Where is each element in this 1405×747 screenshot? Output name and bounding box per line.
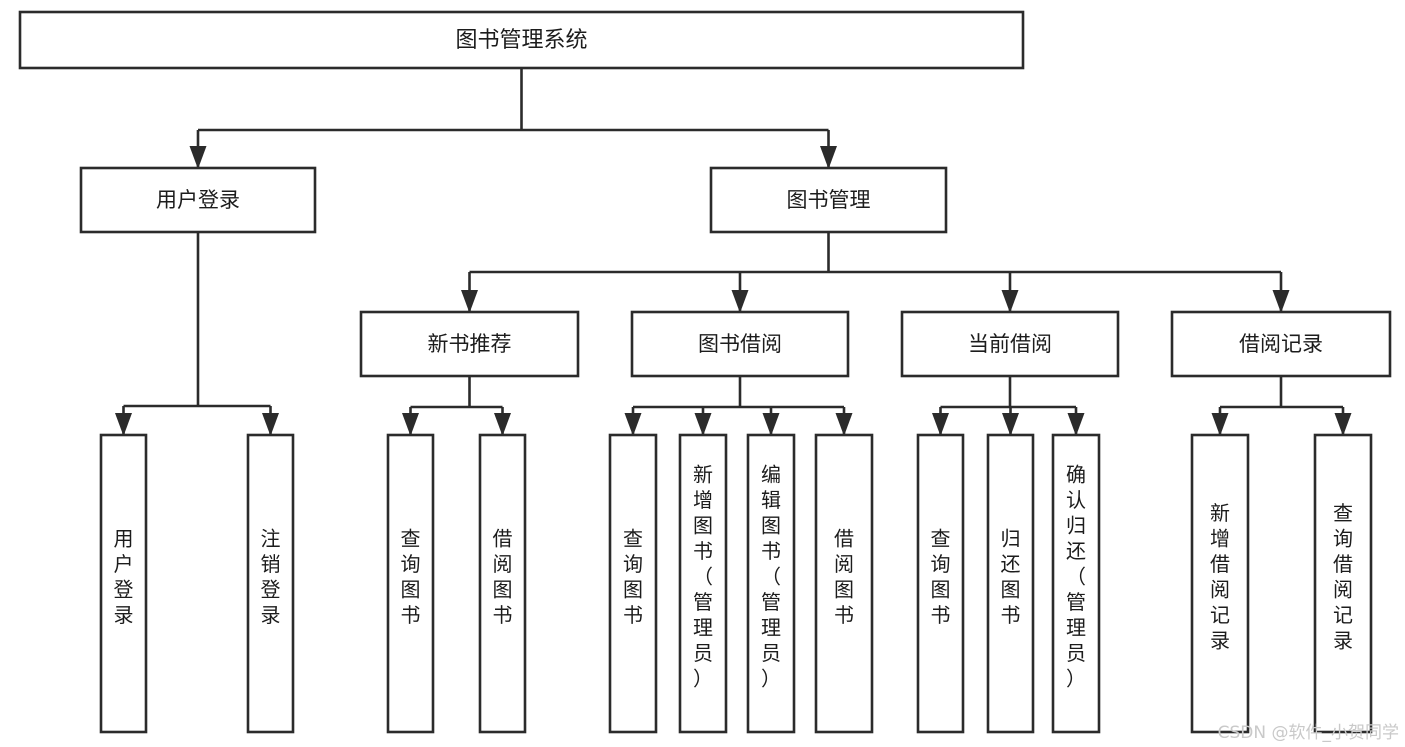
node-leaf-11[interactable]: 新增借阅记录 (1190, 433, 1250, 734)
node-leaf-2[interactable]: 查询图书 (386, 433, 435, 734)
node-leaf-6[interactable]: 编辑图书（管理员） (746, 433, 796, 734)
arrow-head-icon-user-login-0 (115, 413, 132, 436)
node-box-用户登录[interactable] (79, 166, 317, 234)
node-box-当前借阅[interactable] (900, 310, 1120, 378)
node-level2-0[interactable]: 用户登录 (79, 166, 317, 234)
node-label-借阅图书: 借阅图书 (834, 526, 854, 627)
node-label-新增图书管理员: 新增图书（管理员） (693, 463, 713, 691)
node-box-图书借阅[interactable] (630, 310, 850, 378)
arrow-head-icon-book-mgmt-0 (461, 290, 478, 313)
node-leaf-5[interactable]: 新增图书（管理员） (678, 433, 728, 734)
arrow-head-icon-book-mgmt-2 (1001, 290, 1019, 313)
nodes-layer: 图书管理系统用户登录图书管理新书推荐图书借阅当前借阅借阅记录用户登录注销登录查询… (18, 10, 1392, 734)
node-leaf-0[interactable]: 用户登录 (99, 433, 148, 734)
node-label-查询图书: 查询图书 (931, 526, 951, 627)
arrow-head-icon-root-0 (189, 146, 207, 169)
node-box-归还图书[interactable] (986, 433, 1035, 734)
node-box-查询图书[interactable] (608, 433, 658, 734)
arrow-head-icon-borrow-1 (694, 413, 712, 436)
arrow-head-icon-current-1 (1002, 413, 1019, 436)
node-box-借阅图书[interactable] (814, 433, 874, 734)
node-box-注销登录[interactable] (246, 433, 295, 734)
node-level3-1[interactable]: 图书借阅 (630, 310, 850, 378)
node-label-借阅记录: 借阅记录 (1239, 332, 1323, 356)
node-label-新增借阅记录: 新增借阅记录 (1210, 501, 1230, 653)
arrow-head-icon-borrow-3 (835, 413, 853, 436)
arrow-head-icon-user-login-1 (262, 413, 279, 436)
node-box-查询图书[interactable] (916, 433, 965, 734)
node-box-借阅记录[interactable] (1170, 310, 1392, 378)
node-box-新书推荐[interactable] (359, 310, 580, 378)
arrow-head-icon-borrow-2 (762, 413, 780, 436)
arrow-head-icon-borrow-0 (624, 413, 642, 436)
node-label-注销登录: 注销登录 (261, 526, 281, 627)
node-leaf-7[interactable]: 借阅图书 (814, 433, 874, 734)
node-label-借阅图书: 借阅图书 (493, 526, 513, 627)
node-box-查询图书[interactable] (386, 433, 435, 734)
node-label-查询借阅记录: 查询借阅记录 (1333, 501, 1353, 653)
node-level3-0[interactable]: 新书推荐 (359, 310, 580, 378)
node-box-借阅图书[interactable] (478, 433, 527, 734)
csdn-watermark: CSDN @软件_小贺同学 (1217, 723, 1399, 743)
node-label-用户登录: 用户登录 (114, 526, 134, 627)
arrow-head-icon-new-book-1 (494, 413, 511, 436)
node-label-编辑图书管理员: 编辑图书（管理员） (761, 463, 781, 691)
node-box-图书管理系统[interactable] (18, 10, 1025, 70)
arrow-head-icon-current-2 (1067, 413, 1085, 436)
arrow-head-icon-book-mgmt-3 (1272, 290, 1290, 313)
node-label-图书借阅: 图书借阅 (698, 332, 782, 356)
arrow-head-icon-record-1 (1334, 413, 1352, 436)
node-label-查询图书: 查询图书 (401, 526, 421, 627)
node-box-新增图书管理员[interactable] (678, 433, 728, 734)
node-level2-1[interactable]: 图书管理 (709, 166, 948, 234)
node-label-新书推荐: 新书推荐 (428, 332, 512, 356)
node-level3-2[interactable]: 当前借阅 (900, 310, 1120, 378)
node-label-查询图书: 查询图书 (623, 526, 643, 627)
node-level3-3[interactable]: 借阅记录 (1170, 310, 1392, 378)
node-leaf-1[interactable]: 注销登录 (246, 433, 295, 734)
arrow-head-icon-root-1 (820, 146, 837, 169)
arrow-head-icon-new-book-0 (402, 413, 419, 436)
node-leaf-12[interactable]: 查询借阅记录 (1313, 433, 1373, 734)
node-leaf-4[interactable]: 查询图书 (608, 433, 658, 734)
node-box-图书管理[interactable] (709, 166, 948, 234)
node-label-图书管理系统: 图书管理系统 (455, 28, 587, 53)
node-leaf-3[interactable]: 借阅图书 (478, 433, 527, 734)
arrow-head-icon-record-0 (1211, 413, 1229, 436)
node-leaf-8[interactable]: 查询图书 (916, 433, 965, 734)
node-box-用户登录[interactable] (99, 433, 148, 734)
node-leaf-9[interactable]: 归还图书 (986, 433, 1035, 734)
node-box-确认归还管理员[interactable] (1051, 433, 1101, 734)
node-label-图书管理: 图书管理 (787, 188, 871, 212)
arrow-head-icon-book-mgmt-1 (731, 290, 749, 313)
node-box-新增借阅记录[interactable] (1190, 433, 1250, 734)
node-label-归还图书: 归还图书 (1001, 526, 1021, 627)
arrow-head-icon-current-0 (932, 413, 949, 436)
edges-layer (115, 68, 1352, 436)
node-label-当前借阅: 当前借阅 (968, 332, 1052, 356)
node-box-编辑图书管理员[interactable] (746, 433, 796, 734)
node-leaf-10[interactable]: 确认归还（管理员） (1051, 433, 1101, 734)
node-label-用户登录: 用户登录 (156, 188, 240, 212)
node-box-查询借阅记录[interactable] (1313, 433, 1373, 734)
node-root-0[interactable]: 图书管理系统 (18, 10, 1025, 70)
node-label-确认归还管理员: 确认归还（管理员） (1066, 463, 1086, 691)
